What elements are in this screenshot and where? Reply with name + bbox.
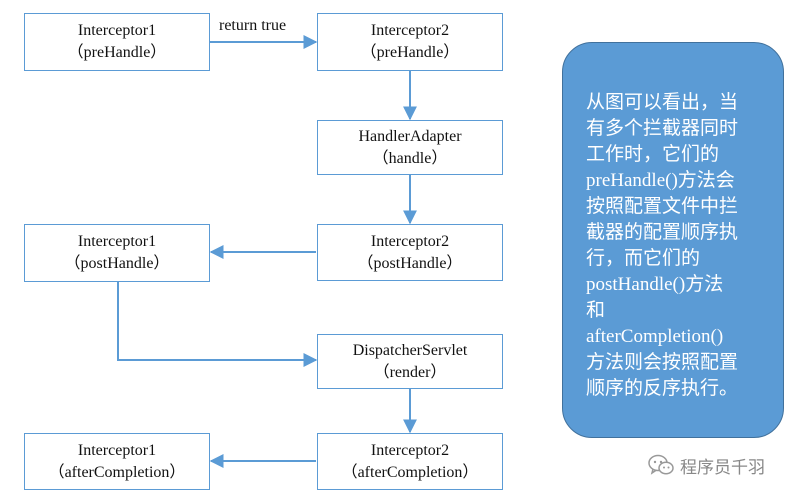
interceptor1-prehandle-node: Interceptor1 （preHandle） [24, 13, 210, 71]
watermark: 程序员千羽 [648, 452, 765, 478]
note-line: 从图可以看出，当 [586, 92, 739, 113]
node-title: HandlerAdapter [358, 127, 462, 145]
wechat-icon [648, 454, 674, 475]
note-line: 行，而它们的 [586, 248, 701, 269]
node-method: （postHandle） [357, 254, 463, 272]
node-method: （preHandle） [67, 44, 167, 61]
note-line: postHandle()方法 [586, 274, 724, 295]
node-title: Interceptor1 [77, 233, 157, 250]
interceptor2-aftercompletion-node: Interceptor2 （afterCompletion） [317, 433, 503, 490]
note-line: 和 [586, 300, 606, 321]
node-method: （handle） [372, 149, 448, 167]
node-title: Interceptor2 [370, 22, 450, 39]
note-line: 顺序的反序执行。 [586, 378, 739, 399]
node-method: （afterCompletion） [341, 463, 479, 481]
interceptor1-posthandle-node: Interceptor1 （postHandle） [24, 224, 210, 282]
node-method: （afterCompletion） [48, 463, 186, 481]
node-title: Interceptor1 [77, 441, 157, 459]
dispatcher-servlet-node: DispatcherServlet （render） [317, 334, 503, 389]
handler-adapter-node: HandlerAdapter （handle） [317, 120, 503, 175]
interceptor1-aftercompletion-node: Interceptor1 （afterCompletion） [24, 433, 210, 490]
note-line: 工作时，它们的 [586, 144, 720, 165]
node-title: Interceptor2 [370, 441, 450, 459]
note-line: 方法则会按照配置 [586, 352, 739, 373]
note-line: 按照配置文件中拦 [586, 196, 739, 217]
edge-post1-to-render [117, 282, 318, 367]
note-line: preHandle()方法会 [586, 170, 735, 191]
node-method: （preHandle） [360, 44, 460, 61]
node-title: Interceptor2 [370, 232, 450, 250]
note-line: 有多个拦截器同时 [586, 118, 739, 139]
watermark-text: 程序员千羽 [680, 457, 765, 478]
node-method: （render） [373, 363, 447, 381]
note-line: afterCompletion() [586, 326, 724, 347]
node-method: （postHandle） [64, 255, 170, 272]
note-line: 截器的配置顺序执 [586, 222, 739, 243]
interceptor2-prehandle-node: Interceptor2 （preHandle） [317, 13, 503, 71]
explanation-note: 从图可以看出，当 有多个拦截器同时 工作时，它们的 preHandle()方法会… [562, 42, 784, 438]
node-title: DispatcherServlet [352, 341, 468, 359]
interceptor2-posthandle-node: Interceptor2 （postHandle） [317, 224, 503, 281]
return-true-label: return true [219, 17, 287, 34]
node-title: Interceptor1 [77, 22, 157, 39]
